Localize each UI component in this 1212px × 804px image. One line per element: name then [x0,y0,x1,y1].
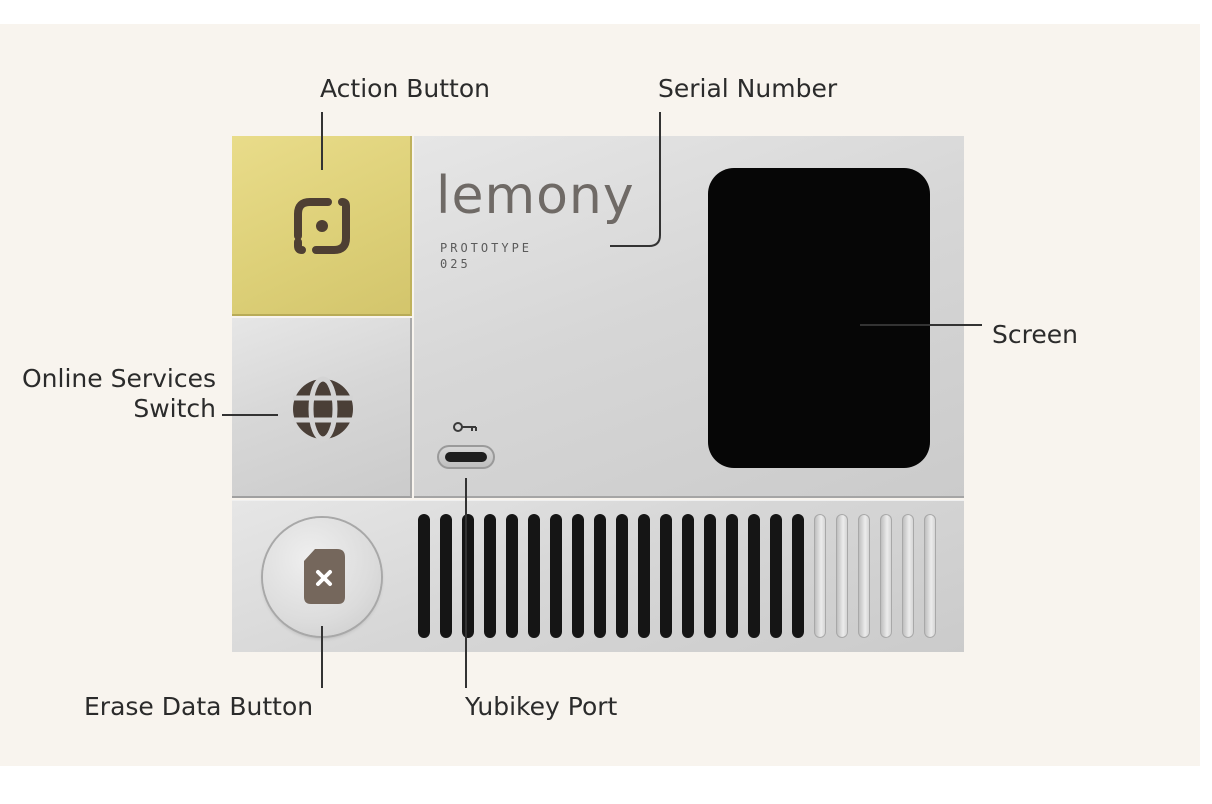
label-erase-data-button: Erase Data Button [84,692,314,721]
device-screen [708,168,930,468]
vent-slot [462,514,474,638]
vent-slot [902,514,914,638]
online-services-switch [232,318,412,498]
vent-slot [836,514,848,638]
vent-slot [858,514,870,638]
label-action-button: Action Button [320,74,490,103]
label-yubikey-port: Yubikey Port [465,692,618,721]
device-logo: lemony [436,166,635,226]
vent-slot [440,514,452,638]
erase-data-leader [321,626,323,688]
vent-slot [638,514,650,638]
label-online-services-line2: Switch [133,394,216,423]
vent-slot [792,514,804,638]
sd-card-x-icon [304,549,345,604]
serial-number-leader-curve [610,245,650,247]
vent-slot [572,514,584,638]
serial-number-leader-vertical [659,112,661,234]
vent-slot [418,514,430,638]
vent-slot [726,514,738,638]
vent-slot [748,514,760,638]
vent-slot [528,514,540,638]
vent-slot [924,514,936,638]
vent-slot [682,514,694,638]
vent-slot [770,514,782,638]
focus-target-icon [294,198,350,254]
yubikey-port [437,445,495,469]
vent-slot [506,514,518,638]
vent-slot [616,514,628,638]
usb-c-opening [445,452,487,462]
yubikey-port-leader [465,478,467,688]
vent-slot [594,514,606,638]
globe-icon [293,376,353,442]
label-screen: Screen [992,320,1078,349]
key-icon [453,422,477,432]
screen-leader [860,324,982,326]
vent-slot [660,514,672,638]
erase-data-button [263,518,381,636]
label-online-services-line1: Online Services [21,364,216,393]
vent-slot [704,514,716,638]
label-serial-number: Serial Number [658,74,838,103]
action-button-leader [321,112,323,170]
vent-slot [880,514,892,638]
online-services-leader [222,414,278,416]
vent-slot [550,514,562,638]
serial-number-leader-corner [648,231,661,247]
serial-number-text: PROTOTYPE 025 [440,241,533,271]
vent-slot [484,514,496,638]
label-online-services: Online Services Switch [10,364,216,424]
vent-slot [814,514,826,638]
